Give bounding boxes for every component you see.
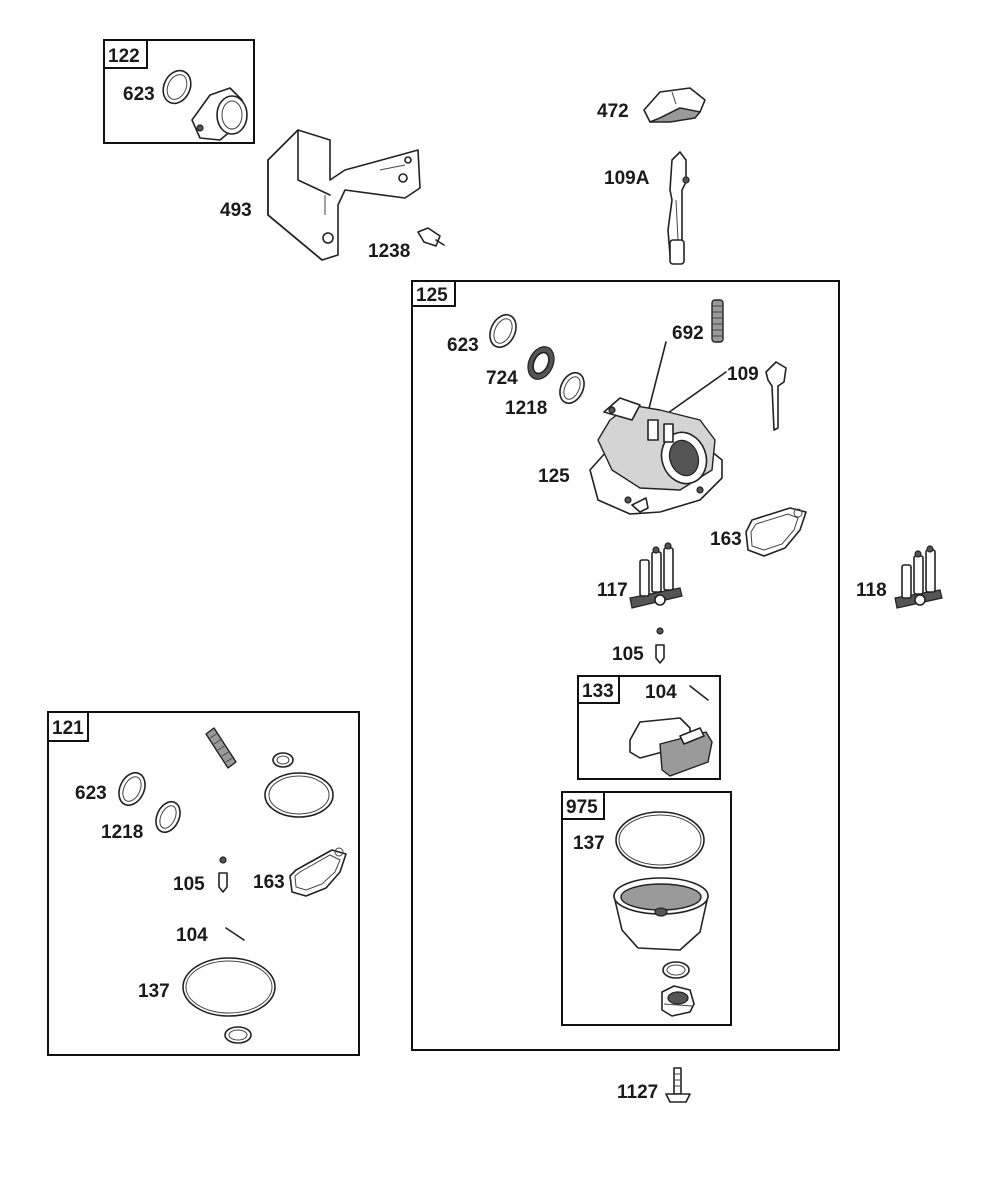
part-label-105: 105 [612, 644, 644, 665]
o-ring-623-kit121 [118, 771, 146, 807]
part-label-493: 493 [220, 200, 252, 221]
o-ring-bowl [662, 961, 690, 979]
kit-box-125: 125 [411, 280, 840, 1051]
kit-box-133: 133 [577, 675, 721, 780]
fuel-valve-118 [894, 545, 943, 609]
o-ring-bowl-kit121 [224, 1026, 252, 1044]
part-label-163-kit121: 163 [253, 872, 285, 893]
large-o-ring-kit121 [264, 772, 334, 818]
part-label-623: 623 [123, 84, 155, 105]
part-label-109a: 109A [604, 168, 650, 189]
gasket-163-kit121 [289, 847, 347, 897]
part-label-137: 137 [573, 833, 605, 854]
pin-104-kit121 [225, 927, 245, 941]
part-label-623-kit125: 623 [447, 335, 479, 356]
part-label-105-kit121: 105 [173, 874, 205, 895]
needle-valve-105-kit121 [218, 856, 228, 893]
kit-box-121: 121 [47, 711, 360, 1056]
fuel-valve-117 [629, 542, 683, 609]
float-133 [629, 717, 713, 777]
control-bracket [267, 129, 421, 261]
kit-number-133: 133 [582, 681, 614, 702]
part-label-692: 692 [672, 323, 704, 344]
spring-692 [711, 299, 724, 343]
leader-line-692 [645, 341, 667, 421]
shaft-109a [667, 151, 690, 265]
seal-724 [527, 346, 555, 380]
part-label-163: 163 [710, 529, 742, 550]
throttle-shaft-109 [765, 361, 787, 431]
part-label-104: 104 [645, 682, 677, 703]
part-label-724: 724 [486, 368, 518, 389]
kit-box-975: 975 [561, 791, 732, 1026]
pin-104 [689, 685, 709, 701]
kit-number-125: 125 [416, 285, 448, 306]
spring-kit121 [205, 727, 237, 769]
kit-number-122: 122 [108, 46, 140, 67]
o-ring-1218 [559, 371, 585, 405]
part-label-623-kit121: 623 [75, 783, 107, 804]
bolt-1127 [665, 1067, 691, 1103]
part-label-125: 125 [538, 466, 570, 487]
intake-elbow [191, 87, 248, 141]
o-ring-623-kit125 [489, 313, 517, 349]
kit-number-975: 975 [566, 797, 598, 818]
part-label-1218: 1218 [505, 398, 547, 419]
choke-knob-472 [643, 87, 706, 123]
kit-number-121: 121 [52, 718, 84, 739]
bolt-1238 [417, 227, 445, 247]
needle-valve-105 [655, 627, 665, 664]
part-label-1238: 1238 [368, 241, 410, 262]
part-label-137-kit121: 137 [138, 981, 170, 1002]
float-bowl [613, 877, 709, 951]
part-label-472: 472 [597, 101, 629, 122]
bowl-nut [661, 985, 695, 1017]
part-label-118: 118 [856, 580, 887, 601]
part-label-104-kit121: 104 [176, 925, 208, 946]
part-label-1127: 1127 [617, 1082, 658, 1103]
gasket-163 [745, 507, 807, 557]
part-label-1218-kit121: 1218 [101, 822, 143, 843]
o-ring-623 [162, 69, 192, 105]
kit-box-122: 122 [103, 39, 255, 144]
gasket-137 [615, 811, 705, 869]
part-label-109: 109 [727, 364, 759, 385]
small-o-ring-kit121 [272, 752, 294, 768]
part-label-117: 117 [597, 580, 628, 601]
carburetor-body-125 [589, 397, 723, 515]
gasket-137-kit121 [182, 957, 276, 1017]
o-ring-1218-kit121 [155, 800, 181, 834]
